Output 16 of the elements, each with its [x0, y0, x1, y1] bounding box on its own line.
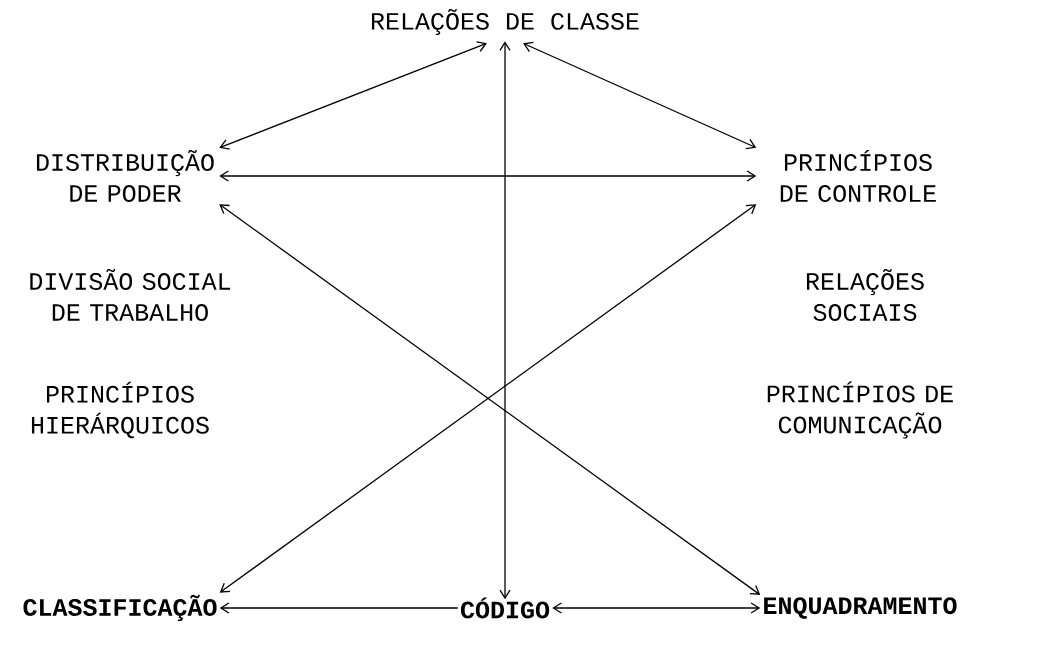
text-label: CLASSIFICAÇÃO [23, 594, 217, 622]
text-label: PRINCÍPIOS HIERÁRQUICOS [31, 381, 209, 439]
text-label: DIVISÃO SOCIAL DE TRABALHO [30, 269, 231, 321]
arrow [219, 602, 459, 614]
text-label: RELAÇÕES DE CLASSE [371, 8, 639, 36]
text-label: DISTRIBUIÇÃO DE PODER [36, 150, 214, 202]
arrow [552, 602, 761, 614]
text-label: RELAÇÕES SOCIAIS [806, 269, 924, 321]
arrow [523, 41, 757, 150]
text-label: CÓDIGO [460, 597, 550, 619]
text-label: ENQUADRAMENTO [764, 597, 957, 619]
arrow [219, 170, 757, 182]
text-label: PRINCÍPIOS DE COMUNICAÇÃO [767, 381, 953, 439]
arrow [499, 41, 511, 600]
text-label: PRINCÍPIOS DE CONTROLE [780, 150, 936, 203]
arrow [219, 41, 487, 150]
